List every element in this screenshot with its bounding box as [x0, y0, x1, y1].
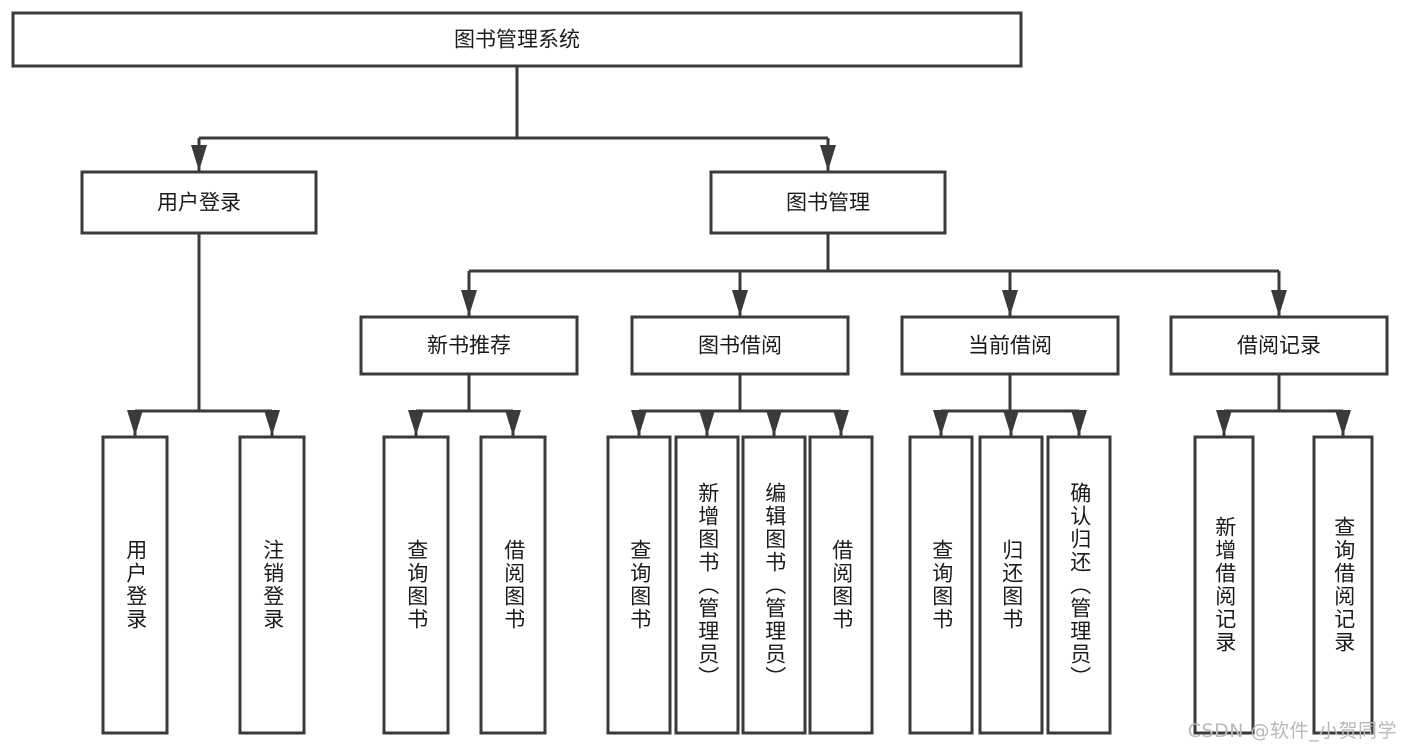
node-box-leaf-2[interactable] [382, 435, 450, 735]
node-box-leaf-8[interactable] [908, 435, 974, 735]
node-label-level2-0: 新书推荐 [427, 334, 511, 358]
node-boxes [11, 11, 1389, 735]
arrow-head-icon [1002, 290, 1018, 316]
arrow-head-icon [1071, 410, 1087, 436]
node-box-level2-0[interactable] [359, 315, 579, 376]
node-box-level2-1[interactable] [630, 315, 850, 376]
arrow-head-icon [833, 410, 849, 436]
node-box-leaf-1[interactable] [238, 435, 306, 735]
node-label-root: 图书管理系统 [454, 28, 580, 52]
node-box-leaf-12[interactable] [1312, 435, 1374, 735]
node-label-level2-2: 当前借阅 [968, 334, 1052, 358]
watermark-text: CSDN @软件_小贺同学 [1187, 720, 1397, 742]
arrow-head-icon [933, 410, 949, 436]
node-box-level1-0[interactable] [80, 170, 318, 235]
arrow-head-icon [461, 290, 477, 316]
node-box-leaf-6[interactable] [741, 435, 807, 735]
arrow-head-icon [699, 410, 715, 436]
arrow-head-icon [505, 410, 521, 436]
node-box-leaf-10[interactable] [1046, 435, 1112, 735]
node-box-root[interactable] [11, 11, 1023, 68]
node-label-level1-0: 用户登录 [157, 191, 241, 215]
node-box-leaf-3[interactable] [479, 435, 547, 735]
arrow-head-icon [631, 410, 647, 436]
arrow-head-icon [264, 410, 280, 436]
arrow-head-icon [1003, 410, 1019, 436]
node-box-leaf-11[interactable] [1193, 435, 1255, 735]
connector-lines [127, 66, 1351, 436]
arrow-head-icon [1271, 290, 1287, 316]
node-box-level1-1[interactable] [709, 170, 947, 235]
arrow-head-icon [408, 410, 424, 436]
node-label-level2-1: 图书借阅 [698, 334, 782, 358]
node-box-leaf-9[interactable] [978, 435, 1044, 735]
node-box-level2-3[interactable] [1169, 315, 1389, 376]
arrow-head-icon [820, 145, 836, 171]
arrow-head-icon [732, 290, 748, 316]
node-label-level1-1: 图书管理 [786, 191, 870, 215]
arrow-head-icon [127, 410, 143, 436]
arrow-head-icon [1216, 410, 1232, 436]
arrow-head-icon [1335, 410, 1351, 436]
arrow-head-icon [191, 145, 207, 171]
node-box-leaf-5[interactable] [674, 435, 740, 735]
arrow-head-icon [766, 410, 782, 436]
node-box-leaf-4[interactable] [606, 435, 672, 735]
node-label-level2-3: 借阅记录 [1237, 334, 1321, 358]
node-box-level2-2[interactable] [900, 315, 1120, 376]
node-box-leaf-0[interactable] [101, 435, 169, 735]
node-box-leaf-7[interactable] [808, 435, 874, 735]
